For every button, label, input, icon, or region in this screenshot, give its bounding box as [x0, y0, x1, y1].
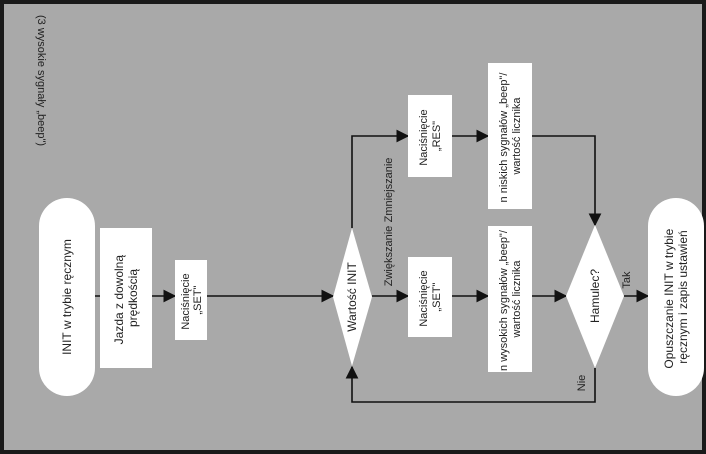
node-decision-init: Wartość INIT — [333, 228, 372, 366]
node-press-res-label: Naciśnięcie „RES" — [418, 106, 443, 165]
connectors — [95, 129, 650, 403]
node-press-set-2-label: Naciśnięcie „SET" — [418, 267, 443, 326]
note-text: (3 wysokie sygnały „beep") — [35, 15, 47, 146]
connector-brake-loop — [345, 365, 596, 403]
edge-label-decrease: Zmniejszanie — [383, 158, 395, 223]
node-drive-label: Jazda z dowolną prędkością — [112, 252, 140, 345]
node-low-beeps: n niskich sygnałów „beep"/ wartość liczn… — [488, 63, 532, 209]
node-exit-init-label: Opuszczanie INIT w trybie ręcznym i zapi… — [662, 225, 690, 368]
node-press-set-2: Naciśnięcie „SET" — [408, 257, 452, 337]
node-high-beeps: n wysokich sygnałów „beep"/ wartość licz… — [488, 226, 532, 372]
node-init-start-label: INIT w trybie ręcznym — [60, 239, 74, 355]
connector-low-brake — [532, 135, 602, 227]
node-press-res: Naciśnięcie „RES" — [408, 95, 452, 177]
node-press-set-1-label: Naciśnięcie „SET" — [180, 270, 204, 329]
edge-label-no: Nie — [576, 375, 588, 392]
node-low-beeps-label: n niskich sygnałów „beep"/ wartość liczn… — [498, 70, 523, 203]
node-press-set-1: Naciśnięcie „SET" — [175, 260, 207, 340]
node-decision-brake: Hamulec? — [566, 225, 624, 368]
connector-decision-res — [351, 129, 410, 228]
edge-label-yes: Tak — [621, 271, 633, 289]
node-decision-brake-label: Hamulec? — [588, 269, 602, 323]
node-drive: Jazda z dowolną prędkością — [100, 228, 152, 368]
node-decision-init-label: Wartość INIT — [345, 262, 359, 332]
edge-label-increase: Zwiększanie — [383, 226, 395, 287]
node-high-beeps-label: n wysokich sygnałów „beep"/ wartość licz… — [498, 227, 523, 371]
node-init-start: INIT w trybie ręcznym — [39, 198, 95, 396]
node-exit-init: Opuszczanie INIT w trybie ręcznym i zapi… — [648, 198, 704, 396]
